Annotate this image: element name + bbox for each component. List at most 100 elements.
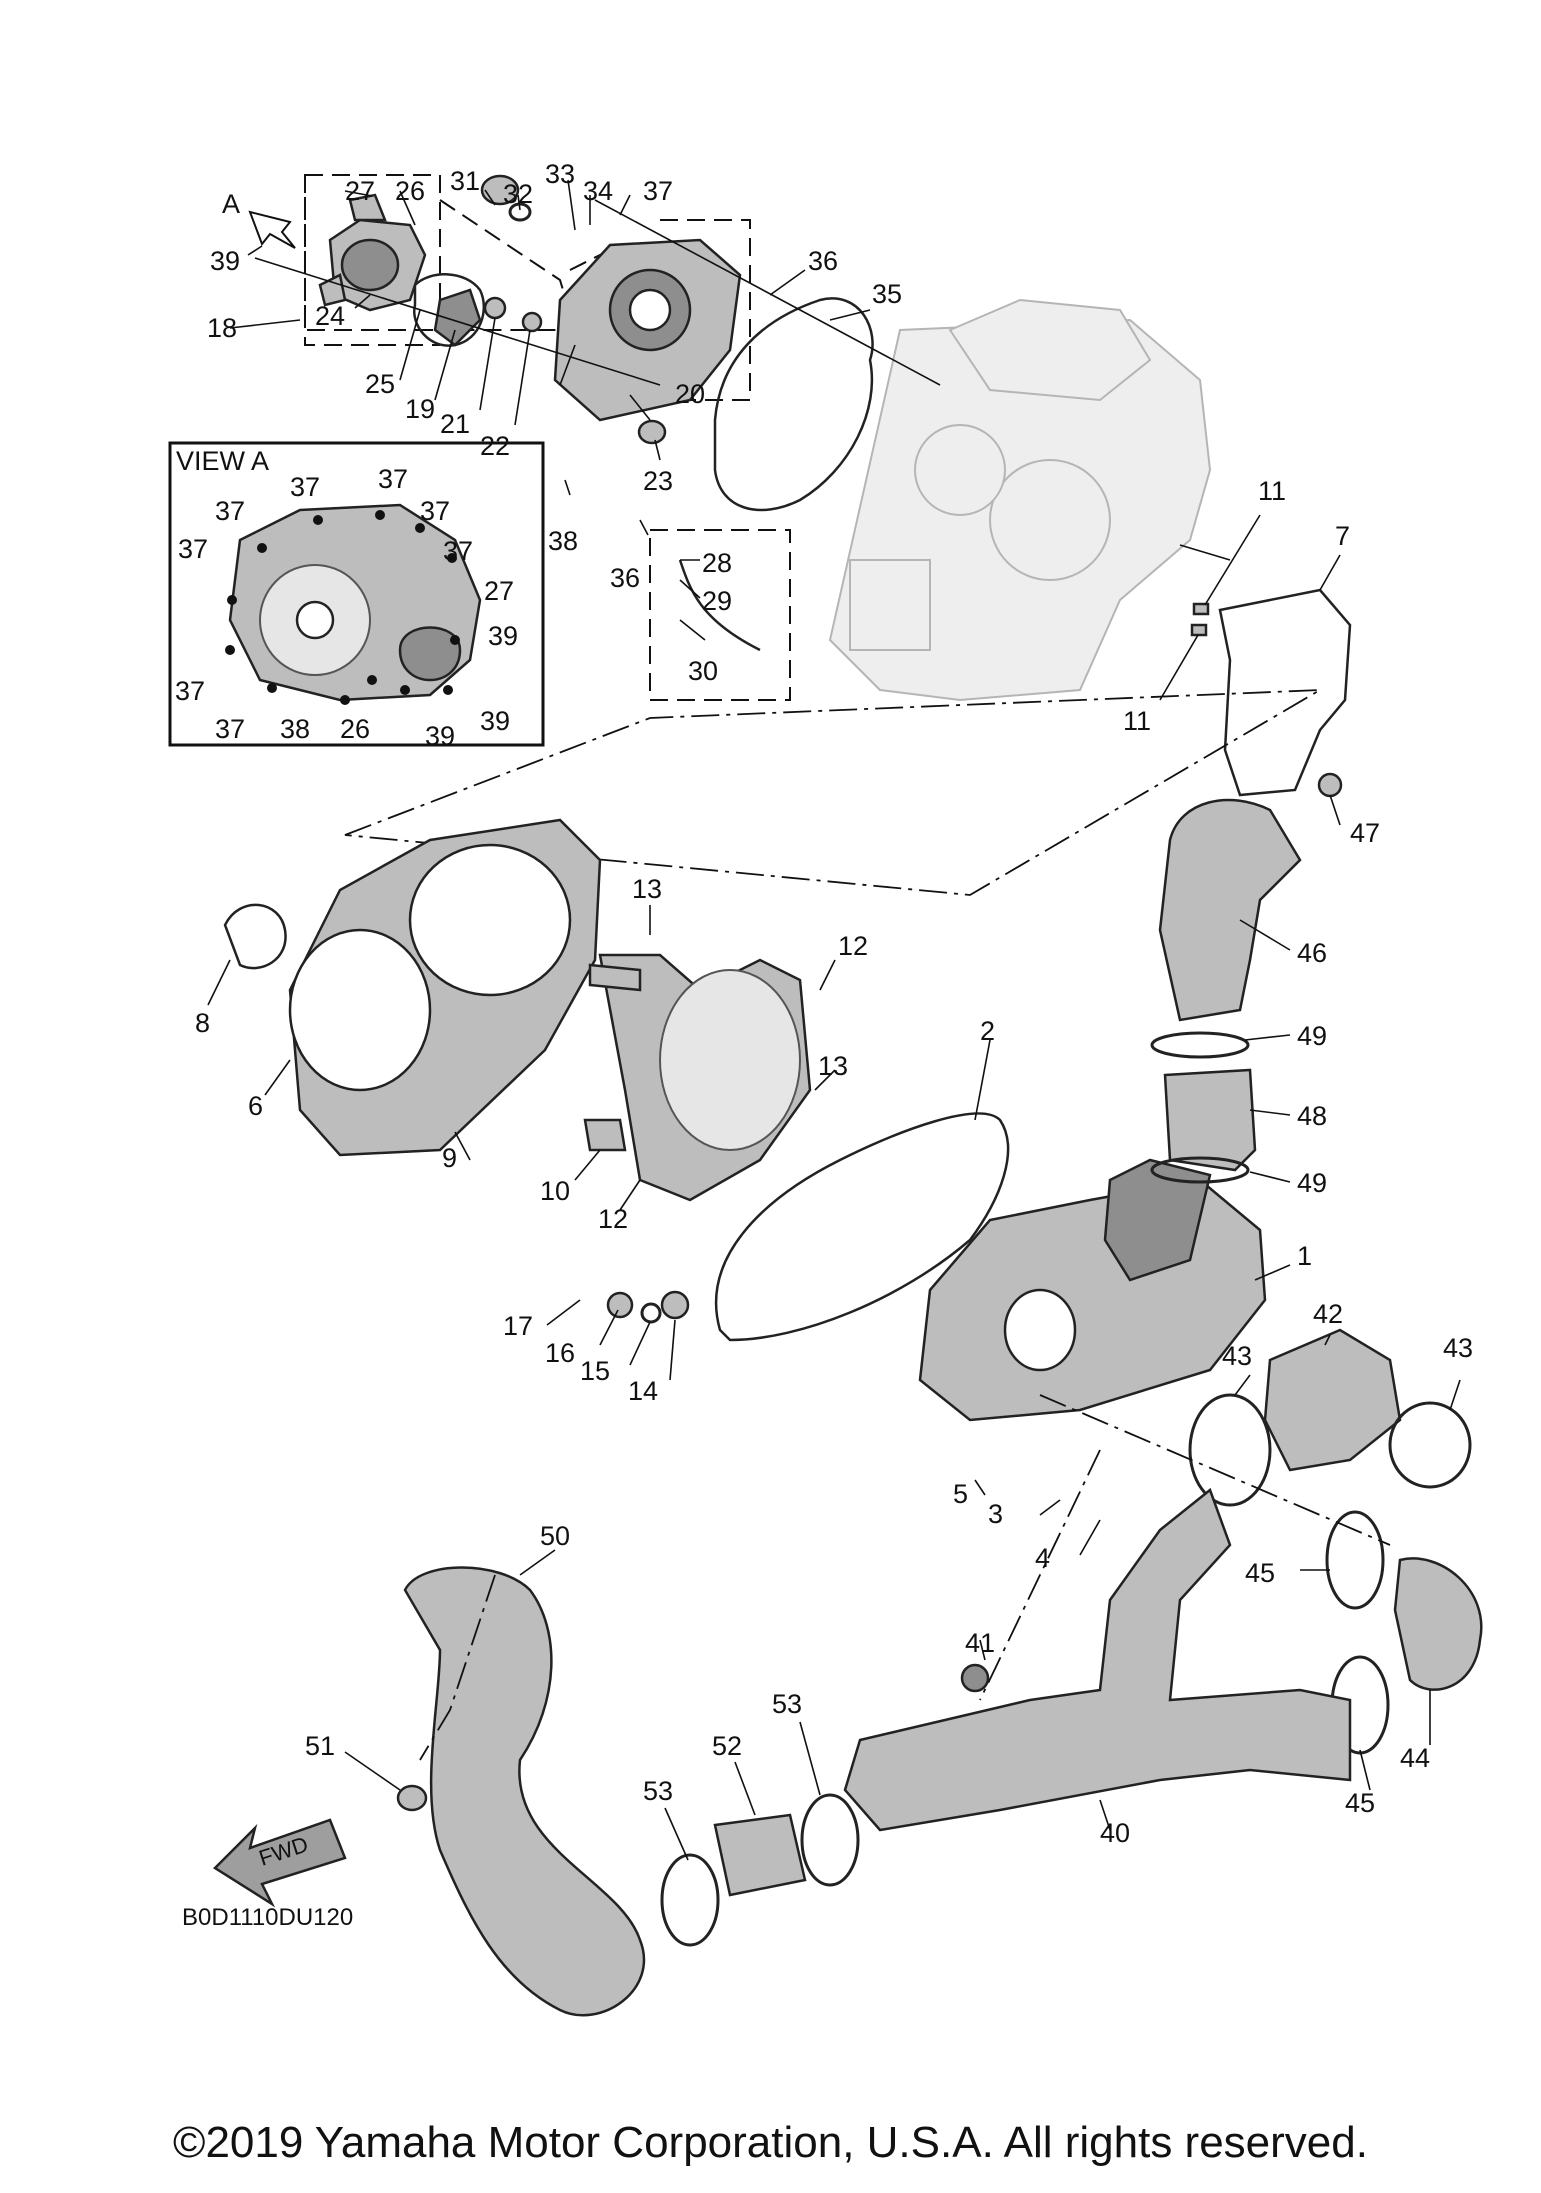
view-a-title: VIEW A	[176, 446, 269, 476]
callout-36b: 36	[610, 563, 640, 593]
callout-44: 44	[1400, 1743, 1430, 1773]
callout-51: 51	[305, 1731, 335, 1761]
callout-46: 46	[1297, 938, 1327, 968]
boot-48	[1163, 1068, 1257, 1172]
clamp-43a	[1188, 1393, 1272, 1507]
sleeve-52	[713, 1813, 807, 1897]
view-a-37e: 37	[443, 536, 473, 566]
callout-18: 18	[207, 313, 237, 343]
callout-17: 17	[503, 1311, 533, 1341]
impeller	[433, 288, 482, 347]
nut-14	[660, 1290, 690, 1320]
clamp-43b	[1388, 1401, 1472, 1489]
callout-labels: 27 26 31 32 33 34 37 36 35 39 18 24 25 1…	[195, 159, 1473, 1848]
view-a-37f: 37	[178, 534, 208, 564]
callout-40: 40	[1100, 1818, 1130, 1848]
callout-49a: 49	[1297, 1021, 1327, 1051]
boot-42	[1263, 1328, 1402, 1472]
callout-49b: 49	[1297, 1168, 1327, 1198]
callout-6: 6	[248, 1091, 263, 1121]
crankcase-gasket-7	[1218, 588, 1352, 797]
callout-38: 38	[548, 526, 578, 556]
callout-13b: 13	[818, 1051, 848, 1081]
boot-44	[1393, 1557, 1483, 1691]
callout-45a: 45	[1245, 1558, 1275, 1588]
callout-31: 31	[450, 166, 480, 196]
callout-20: 20	[675, 379, 705, 409]
cover-gasket-2	[714, 1112, 1010, 1342]
callout-50: 50	[540, 1521, 570, 1551]
callout-32: 32	[503, 179, 533, 209]
callout-11b: 11	[1123, 706, 1151, 736]
clutch-cover-outer-6	[288, 818, 602, 1157]
callout-15: 15	[580, 1356, 610, 1386]
callout-8: 8	[195, 1008, 210, 1038]
clamp-45a	[1325, 1510, 1385, 1610]
callout-11a: 11	[1258, 476, 1286, 506]
callout-7: 7	[1335, 521, 1350, 551]
clamp-49b	[1150, 1156, 1250, 1184]
view-a-37g: 37	[175, 676, 205, 706]
callout-36a: 36	[808, 246, 838, 276]
callout-10: 10	[540, 1176, 570, 1206]
callout-30: 30	[688, 656, 718, 686]
air-duct-bracket	[583, 953, 812, 1202]
callout-43a: 43	[1222, 1341, 1252, 1371]
callout-39: 39	[210, 246, 240, 276]
cover-reference-line	[1039, 1394, 1391, 1546]
callout-37: 37	[643, 176, 673, 206]
callout-5: 5	[953, 1479, 968, 1509]
callout-2: 2	[980, 1016, 995, 1046]
callout-43b: 43	[1443, 1333, 1473, 1363]
callout-12b: 12	[838, 931, 868, 961]
engine-crankcase	[828, 298, 1212, 702]
clutch-cover-1	[918, 1158, 1267, 1422]
view-a-38: 38	[280, 714, 310, 744]
view-arrow-a: A	[222, 189, 296, 249]
view-a-37h: 37	[215, 714, 245, 744]
view-a-callouts: 37 37 37 37 37 37 27 39 37 37 38 26 39 3…	[175, 464, 518, 751]
clamp-49a	[1150, 1031, 1250, 1059]
arrow-a-label: A	[222, 189, 240, 219]
fwd-reference-line	[419, 1574, 496, 1761]
seal-8	[223, 903, 287, 970]
dowel-pin-11b	[1190, 623, 1208, 637]
y-duct-40	[843, 1487, 1352, 1832]
callout-27: 27	[345, 176, 375, 206]
callout-53b: 53	[643, 1776, 673, 1806]
callout-9: 9	[442, 1143, 457, 1173]
callout-13a: 13	[632, 874, 662, 904]
assembly-reference-line	[344, 689, 1321, 896]
callout-21: 21	[440, 409, 470, 439]
pump-gasket	[412, 273, 486, 347]
callout-52: 52	[712, 1731, 742, 1761]
view-a-39c: 39	[480, 706, 510, 736]
crankcase-cover-inner	[553, 238, 742, 422]
breather-hose	[678, 559, 761, 652]
washer-15	[640, 1302, 662, 1324]
plate-16	[606, 1291, 634, 1319]
grommet-51	[396, 1784, 428, 1812]
view-a-26: 26	[340, 714, 370, 744]
callout-35: 35	[872, 279, 902, 309]
callout-28: 28	[702, 548, 732, 578]
callout-22: 22	[480, 431, 510, 461]
bearing-22	[521, 311, 543, 333]
duct-reference-line	[979, 1449, 1101, 1701]
cover-gasket-35	[713, 297, 874, 512]
callout-12a: 12	[598, 1204, 628, 1234]
callout-53a: 53	[772, 1689, 802, 1719]
callout-41: 41	[965, 1628, 995, 1658]
hose-group-outline	[649, 529, 791, 701]
intake-duct-50	[403, 1566, 646, 2017]
view-a-37c: 37	[378, 464, 408, 494]
clamp-53a	[660, 1853, 720, 1947]
view-a-37a: 37	[215, 496, 245, 526]
view-a-39a: 39	[488, 621, 518, 651]
intake-duct-46	[1158, 798, 1302, 1022]
callout-4: 4	[1035, 1543, 1050, 1573]
grommet-41	[960, 1663, 990, 1693]
callout-3: 3	[988, 1499, 1003, 1529]
clamp-53b	[800, 1793, 860, 1887]
